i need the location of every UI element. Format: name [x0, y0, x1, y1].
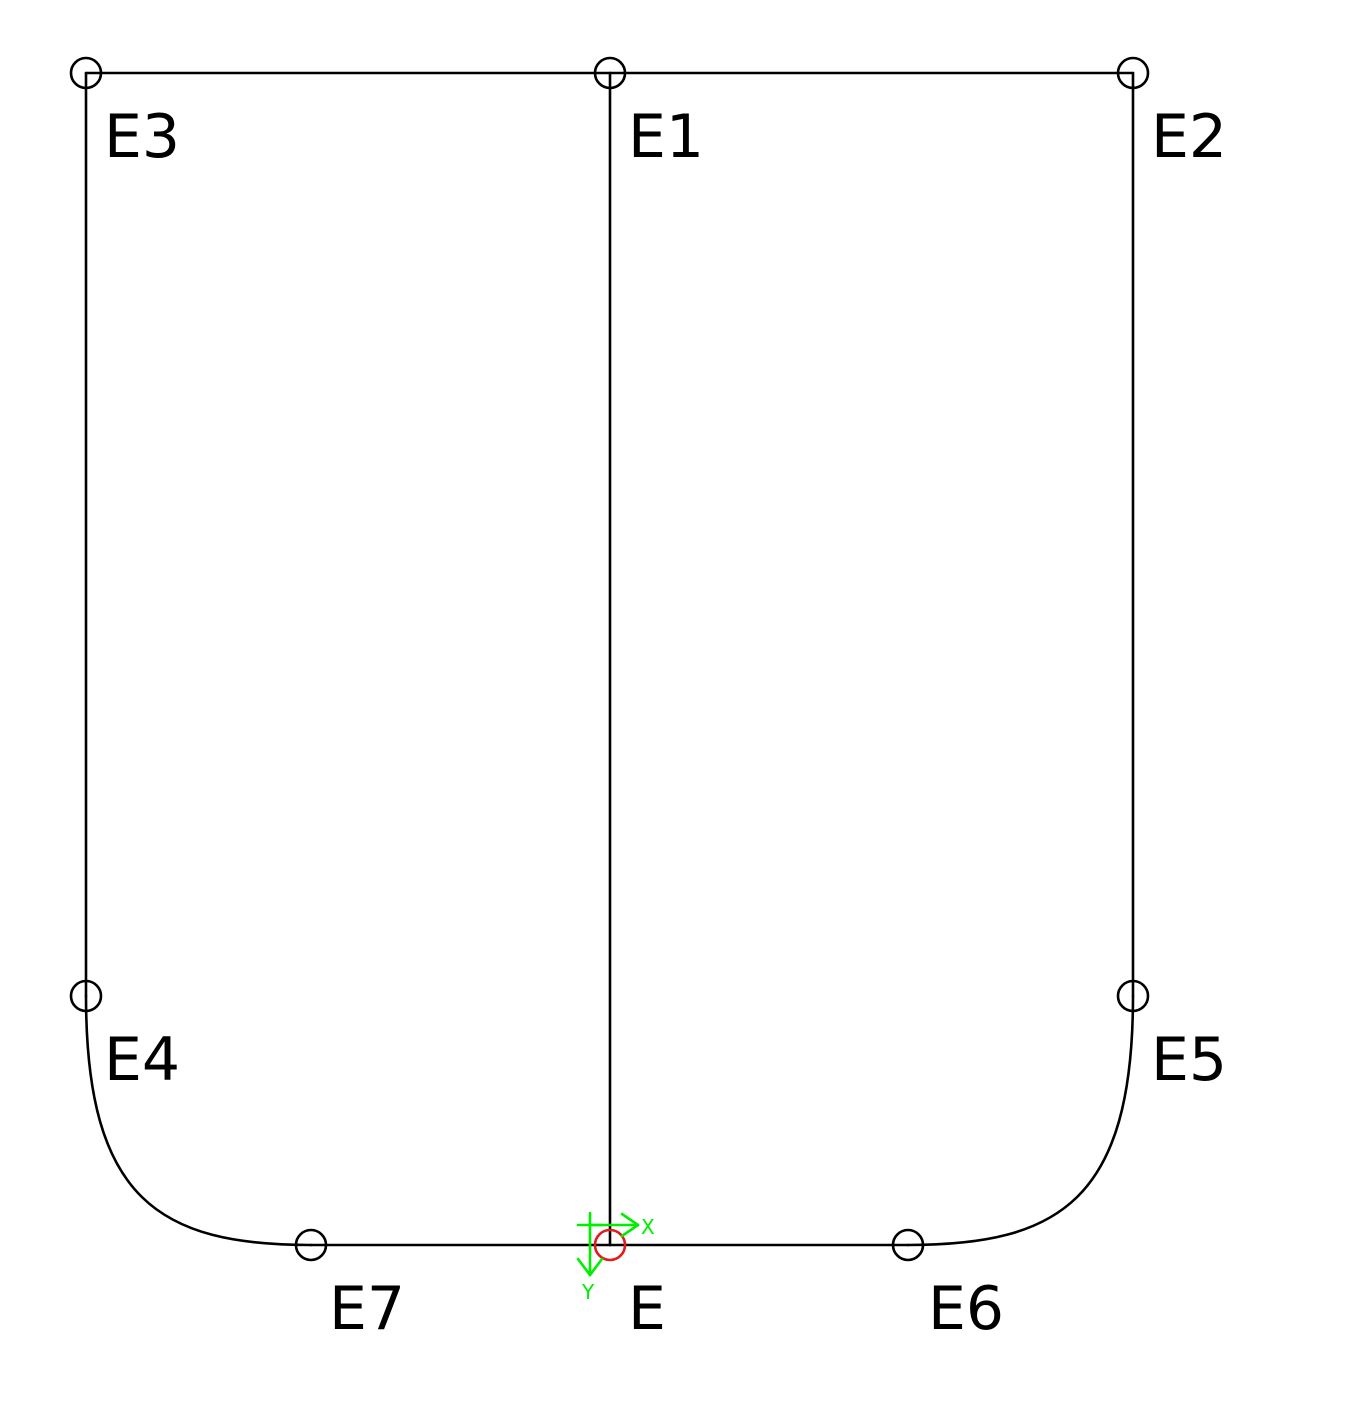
- node-e7-marker[interactable]: [294, 1228, 328, 1262]
- axis-triad: X Y: [576, 1211, 655, 1304]
- axis-triad-y-arrowhead: [576, 1257, 604, 1277]
- axis-triad-x-label: X: [641, 1215, 655, 1239]
- node-e3-label: E3: [104, 102, 180, 172]
- node-e2-label: E2: [1151, 102, 1227, 172]
- node-e6-marker[interactable]: [891, 1228, 925, 1262]
- node-e-origin-marker[interactable]: [593, 1228, 627, 1262]
- node-e3-marker[interactable]: [69, 56, 103, 90]
- node-e1-label: E1: [628, 102, 704, 172]
- edge-e6-e5-curve: [906, 994, 1135, 1247]
- node-e5-marker[interactable]: [1116, 979, 1150, 1013]
- node-e4-marker[interactable]: [69, 979, 103, 1013]
- node-e1-marker[interactable]: [593, 56, 627, 90]
- node-e4-label: E4: [104, 1025, 180, 1095]
- node-e-label: E: [628, 1274, 666, 1344]
- edge-e4-e7-curve: [84, 994, 313, 1247]
- node-e6-label: E6: [928, 1274, 1004, 1344]
- node-e2-marker[interactable]: [1116, 56, 1150, 90]
- node-e7-label: E7: [329, 1274, 405, 1344]
- axis-triad-y-label: Y: [581, 1280, 595, 1304]
- axis-triad-x-arrowhead: [620, 1212, 640, 1238]
- node-e5-label: E5: [1151, 1025, 1227, 1095]
